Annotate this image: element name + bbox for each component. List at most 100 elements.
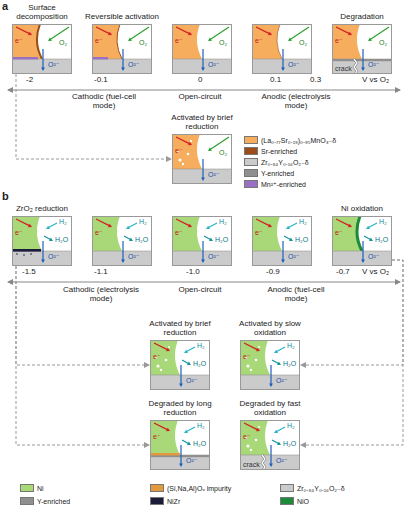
pore [156, 364, 159, 367]
legend-entry: NiZr [150, 497, 180, 505]
electrode-particle [172, 134, 202, 169]
pore [246, 364, 249, 367]
species-label: e⁻ [335, 229, 343, 236]
arrow-head [108, 224, 112, 227]
panel-illustration [92, 24, 152, 74]
species-label: O²⁻ [276, 377, 287, 384]
panel-heading: Degraded by long reduction [140, 400, 220, 420]
arrow-head [166, 348, 170, 351]
flux-arrow [96, 27, 109, 34]
tick-label: -2 [26, 76, 33, 85]
legend-swatch [20, 484, 34, 492]
potential-axis [8, 281, 400, 282]
flux-arrow [282, 49, 283, 68]
arrow-head [187, 442, 191, 445]
flux-arrow [210, 137, 229, 149]
pore [258, 346, 260, 348]
gas-region [172, 216, 232, 266]
arrow-head [274, 430, 278, 433]
panel-frame [173, 135, 232, 184]
flux-arrow [362, 49, 363, 68]
pore [190, 140, 192, 142]
flux-arrow [204, 236, 210, 240]
arrow-head [208, 37, 212, 41]
legend-text: (La₀.₇₇Sr₀.₁₉)₀.₉₅MnO₃₋δ [261, 137, 336, 144]
sr-enriched-layer [117, 24, 122, 59]
species-label: e⁻ [243, 353, 251, 360]
pore [250, 449, 252, 451]
electrode-particle [172, 216, 202, 251]
gas-region [240, 340, 300, 390]
state-panel: Surface decompositione⁻O₂O²⁻ [12, 24, 72, 74]
crack-line [354, 59, 357, 74]
gas-region [252, 24, 312, 74]
arrow-head [268, 224, 272, 227]
electrolyte [12, 251, 72, 266]
crack-line [262, 455, 265, 470]
electrolyte [150, 455, 210, 470]
flux-arrow [154, 423, 167, 430]
tick-label: V vs O₂ [362, 76, 389, 85]
flux-arrow [16, 27, 29, 34]
flux-arrow [176, 27, 189, 34]
species-label: e⁻ [175, 37, 183, 44]
panel-letter: a [2, 0, 8, 12]
panel-frame [13, 217, 72, 266]
arrow-head [289, 238, 293, 241]
species-label: e⁻ [153, 433, 161, 440]
legend-text: Y-enriched [37, 498, 70, 505]
arrow-head [208, 147, 212, 151]
legend-text: Sr-enriched [261, 148, 297, 155]
flux-arrow [336, 27, 349, 34]
arrow-head [286, 226, 290, 229]
panel-heading: Activated by slow oxidation [230, 320, 310, 340]
panel-letter: b [2, 190, 9, 202]
legend-swatch [244, 169, 258, 177]
flux-arrow [180, 445, 181, 464]
pore [168, 346, 170, 348]
arrow-head [201, 259, 205, 263]
species-label: e⁻ [95, 37, 103, 44]
state-panel: Degraded by fast oxidatione⁻H₂H₂OO²⁻crac… [240, 420, 300, 470]
electrode-particle [12, 24, 42, 59]
state-panel: e⁻H₂H₂OO²⁻ [172, 216, 232, 266]
flux-arrow [182, 360, 188, 364]
species-label: e⁻ [175, 147, 183, 154]
panel-frame [333, 25, 392, 74]
dashed-connector [301, 260, 403, 365]
species-label: O²⁻ [208, 61, 219, 68]
arrow-head [184, 350, 188, 353]
nizr-particle [16, 253, 18, 255]
panel-illustration [172, 134, 232, 184]
panel-illustration [172, 24, 232, 74]
flux-arrow [364, 236, 370, 240]
tick-label: -1.0 [186, 268, 200, 277]
legend-entry: (La₀.₇₇Sr₀.₁₉)₀.₉₅MnO₃₋δ [244, 136, 336, 144]
tick-label: -0.9 [266, 268, 280, 277]
legend-text: Y-enriched [261, 170, 294, 177]
arrow-head [28, 224, 32, 227]
arrow-head [277, 362, 281, 365]
electrode-particle [332, 24, 362, 59]
flux-arrow [44, 236, 50, 240]
gas-region [240, 420, 300, 470]
crack-line [354, 59, 357, 74]
legend-entry: Sr-enriched [244, 147, 297, 155]
electrolyte [92, 251, 152, 266]
tick-label: 0.3 [310, 76, 321, 85]
legend-text: NiO [297, 498, 309, 505]
legend-entry: Y-enriched [20, 497, 70, 505]
flux-arrow [122, 241, 123, 260]
electrode-particle [332, 216, 362, 251]
flux-arrow [176, 137, 189, 144]
tick-label: -1.5 [22, 268, 36, 277]
pore [182, 163, 184, 165]
panel-frame [253, 25, 312, 74]
flux-arrow [187, 427, 195, 432]
state-panel: ZrO₂ reductione⁻H₂H₂OO²⁻ [12, 216, 72, 266]
panel-frame [93, 25, 152, 74]
species-label: H₂ [139, 218, 147, 225]
flux-arrow [362, 241, 363, 260]
species-label: O²⁻ [208, 171, 219, 178]
gas-region [150, 340, 210, 390]
